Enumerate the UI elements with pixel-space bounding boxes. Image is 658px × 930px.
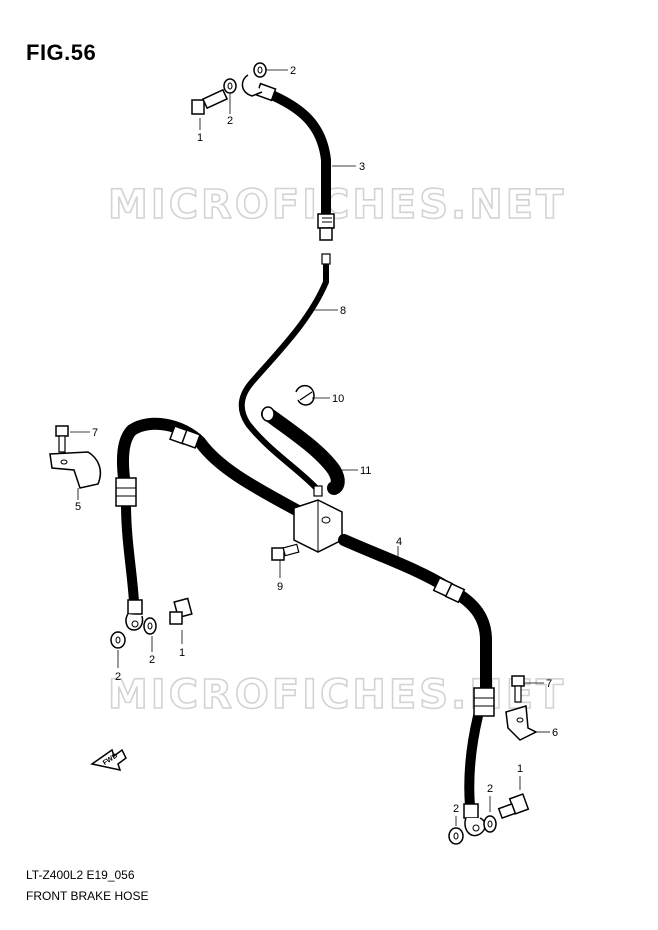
callout-junction-bolt: 9 [277, 581, 283, 593]
callout-washer: 2 [115, 671, 121, 683]
fwd-arrow-icon: FWD [90, 748, 127, 772]
callout-bolt: 7 [546, 678, 552, 690]
callout-washer: 2 [487, 783, 493, 795]
washer-left-1 [143, 617, 157, 635]
callout-banjo-bolt: 1 [197, 132, 203, 144]
callout-lower-hose: 4 [396, 536, 402, 548]
bolt-right-7 [511, 675, 525, 703]
bolt-junction-9 [271, 543, 300, 561]
washer-top-2 [253, 62, 267, 78]
callout-washer: 2 [149, 654, 155, 666]
callout-banjo-bolt: 1 [179, 647, 185, 659]
leader-lines [70, 69, 550, 826]
callout-bracket-left: 5 [75, 501, 81, 513]
model-code: LT-Z400L2 E19_056 [26, 868, 135, 882]
bracket-left [49, 451, 102, 489]
left-brake-hose [115, 417, 306, 631]
callout-banjo-bolt: 1 [517, 763, 523, 775]
banjo-bolt-right [497, 793, 530, 820]
callout-upper-hose: 3 [359, 161, 365, 173]
watermark-top: MICROFICHES.NET [108, 182, 566, 228]
washer-left-2 [110, 631, 126, 649]
bolt-left-7 [55, 425, 69, 453]
brake-pipe [238, 253, 331, 497]
washer-right-1 [483, 815, 497, 833]
junction-block [293, 499, 343, 553]
callout-clamp: 10 [332, 393, 344, 405]
washer-right-2 [448, 827, 464, 845]
callout-washer: 2 [453, 803, 459, 815]
upper-brake-hose [241, 74, 335, 241]
callout-bolt: 7 [92, 427, 98, 439]
banjo-bolt-top [191, 88, 229, 115]
right-brake-hose [338, 534, 495, 837]
callout-brake-pipe: 8 [340, 305, 346, 317]
callout-washer: 2 [227, 115, 233, 127]
washer-top-1 [223, 78, 237, 94]
callout-washer: 2 [290, 65, 296, 77]
callout-bracket-right: 6 [552, 727, 558, 739]
callout-grommet: 11 [360, 465, 371, 477]
figure-caption: FRONT BRAKE HOSE [26, 889, 149, 903]
clamp [295, 384, 315, 406]
figure-title: FIG.56 [26, 40, 97, 65]
grommet [261, 406, 345, 495]
watermark-bottom: MICROFICHES.NET [108, 672, 566, 718]
banjo-bolt-left [169, 597, 193, 625]
